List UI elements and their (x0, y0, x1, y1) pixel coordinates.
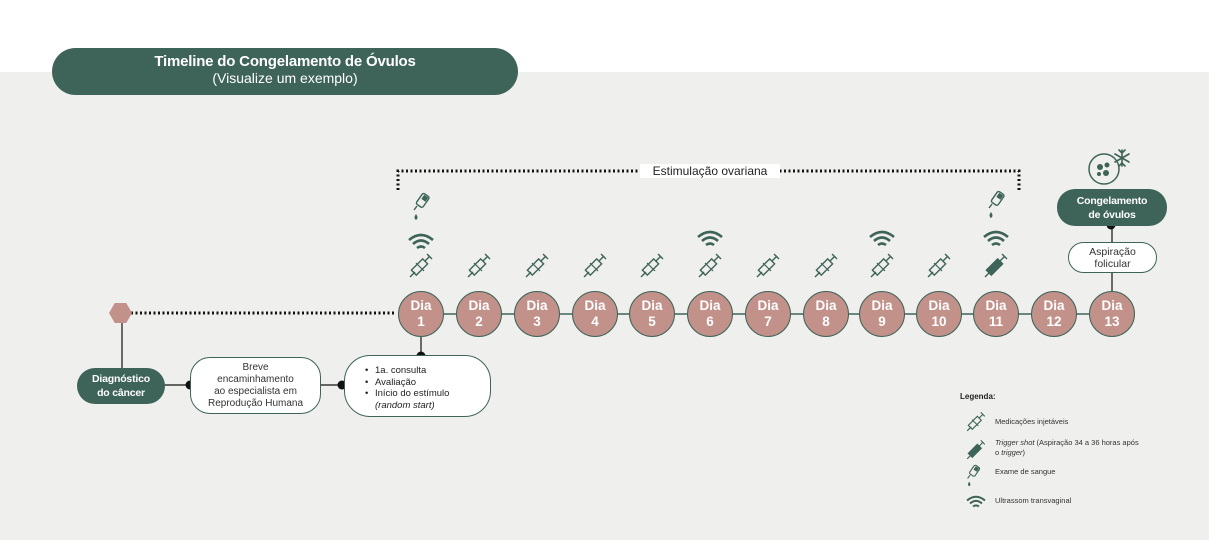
syringe-icon (640, 253, 664, 278)
syringe-icon (467, 253, 491, 278)
ultrasound-waves-icon (696, 230, 724, 247)
syringe-icon (756, 253, 780, 278)
title-banner: Timeline do Congelamento de Óvulos (Visu… (52, 48, 518, 95)
syringe-icon (583, 253, 607, 278)
legend-injectable: Medicações injetáveis (995, 417, 1069, 426)
diagnosis-line-1: Diagnóstico (92, 373, 150, 385)
syringe-icon (698, 253, 722, 278)
syringe-icon (870, 253, 894, 278)
first-visit-box: 1a. consulta Avaliação Início do estímul… (344, 355, 491, 417)
blood-dropper-icon (967, 464, 981, 487)
diagnosis-line-2: do câncer (97, 387, 145, 399)
trigger-syringe-icon (984, 253, 1008, 278)
frozen-egg-snowflake-icon (1088, 149, 1130, 185)
syringe-icon (966, 411, 986, 432)
ultrasound-waves-icon (982, 230, 1010, 247)
referral-box: Breve encaminhamento ao especialista em … (190, 357, 321, 414)
ultrasound-waves-icon (868, 230, 896, 247)
blood-dropper-icon (988, 190, 1006, 219)
hexagon-marker-icon (109, 303, 132, 323)
legend-ultrasound: Ultrassom transvaginal (995, 496, 1072, 505)
page-title: Timeline do Congelamento de Óvulos (154, 53, 416, 70)
legend-title: Legenda: (960, 392, 996, 401)
stimulation-label: Estimulação ovariana (640, 164, 780, 178)
syringe-icon (525, 253, 549, 278)
ultrasound-waves-icon (407, 233, 435, 250)
trigger-syringe-icon (966, 439, 986, 460)
legend-blood: Exame de sangue (995, 467, 1056, 476)
first-visit-item: 1a. consulta (365, 365, 490, 377)
syringe-icon (927, 253, 951, 278)
blood-dropper-icon (413, 192, 431, 221)
syringe-icon (409, 253, 433, 278)
random-start-note: (random start) (375, 399, 435, 411)
stim-start-item: Início do estímulo (365, 388, 490, 400)
page-subtitle: (Visualize um exemplo) (212, 70, 358, 86)
evaluation-item: Avaliação (365, 377, 490, 389)
aspiration-box: Aspiração folicular (1068, 242, 1157, 273)
syringe-icon (814, 253, 838, 278)
diagnosis-box: Diagnóstico do câncer (77, 368, 165, 404)
legend-trigger: Trigger shot (Aspiração 34 a 36 horas ap… (995, 438, 1139, 457)
freezing-box: Congelamento de óvulos (1057, 189, 1167, 226)
ultrasound-waves-icon (966, 495, 986, 508)
